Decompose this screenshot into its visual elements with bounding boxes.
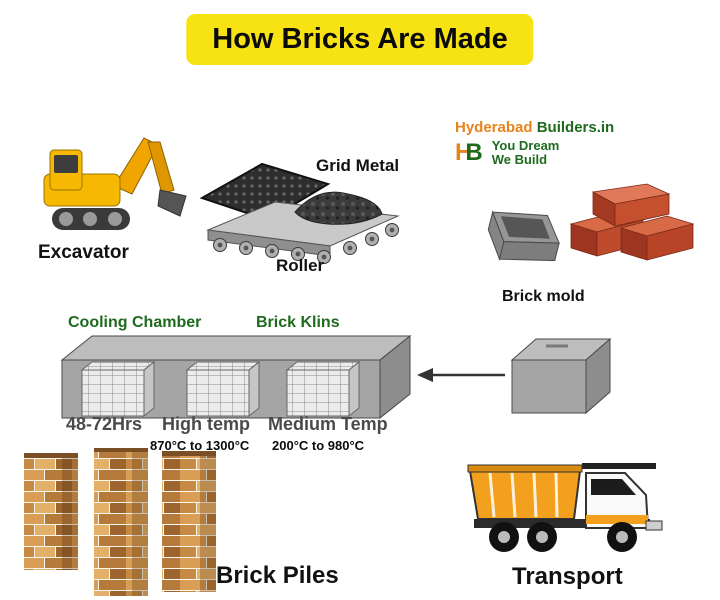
medium-temp-range: 200°C to 980°C [272,438,365,453]
high-temp-label: High temp [162,414,250,434]
brick-mold-illustration [487,210,560,262]
bricks-illustration [569,183,695,261]
brand-name: Hyderabad Builders.in [455,119,615,137]
brand-tagline: You Dream We Build [491,137,560,168]
transport-truck-illustration [467,463,663,552]
flow-arrow-icon [417,368,505,382]
cooling-chamber-label: Cooling Chamber [68,314,202,331]
transport-label: Transport [512,563,623,590]
brick-piles-illustration [24,448,216,596]
excavator-illustration [43,137,187,230]
brand-block: Hyderabad Builders.in HB You Dream We Bu… [455,119,615,168]
page-title: How Bricks Are Made [186,14,534,65]
kiln-illustration [60,334,412,420]
grid-metal-label: Grid Metal [316,156,400,175]
conveyor-roller-illustration [200,162,400,264]
duration-label: 48-72Hrs [66,414,143,434]
brand-tagline-line1: You Dream [491,137,560,153]
brand-logo-b: B [465,138,483,166]
brand-hb-logo: HB [455,138,486,166]
brand-tagline-line2: We Build [491,151,548,167]
high-temp-range: 870°C to 1300°C [150,438,250,453]
medium-temp-label: Medium Temp [268,414,388,434]
brand-logo-h: H [455,138,473,166]
chamber-illustration [510,337,612,415]
roller-label: Roller [276,256,325,275]
brick-piles-label: Brick Piles [216,562,339,589]
brick-klins-label: Brick Klins [256,314,340,331]
excavator-label: Excavator [38,242,129,263]
brand-name-part1: Hyderabad [455,119,533,136]
brick-mold-label: Brick mold [502,288,585,305]
brand-name-part2: Builders.in [532,119,615,136]
